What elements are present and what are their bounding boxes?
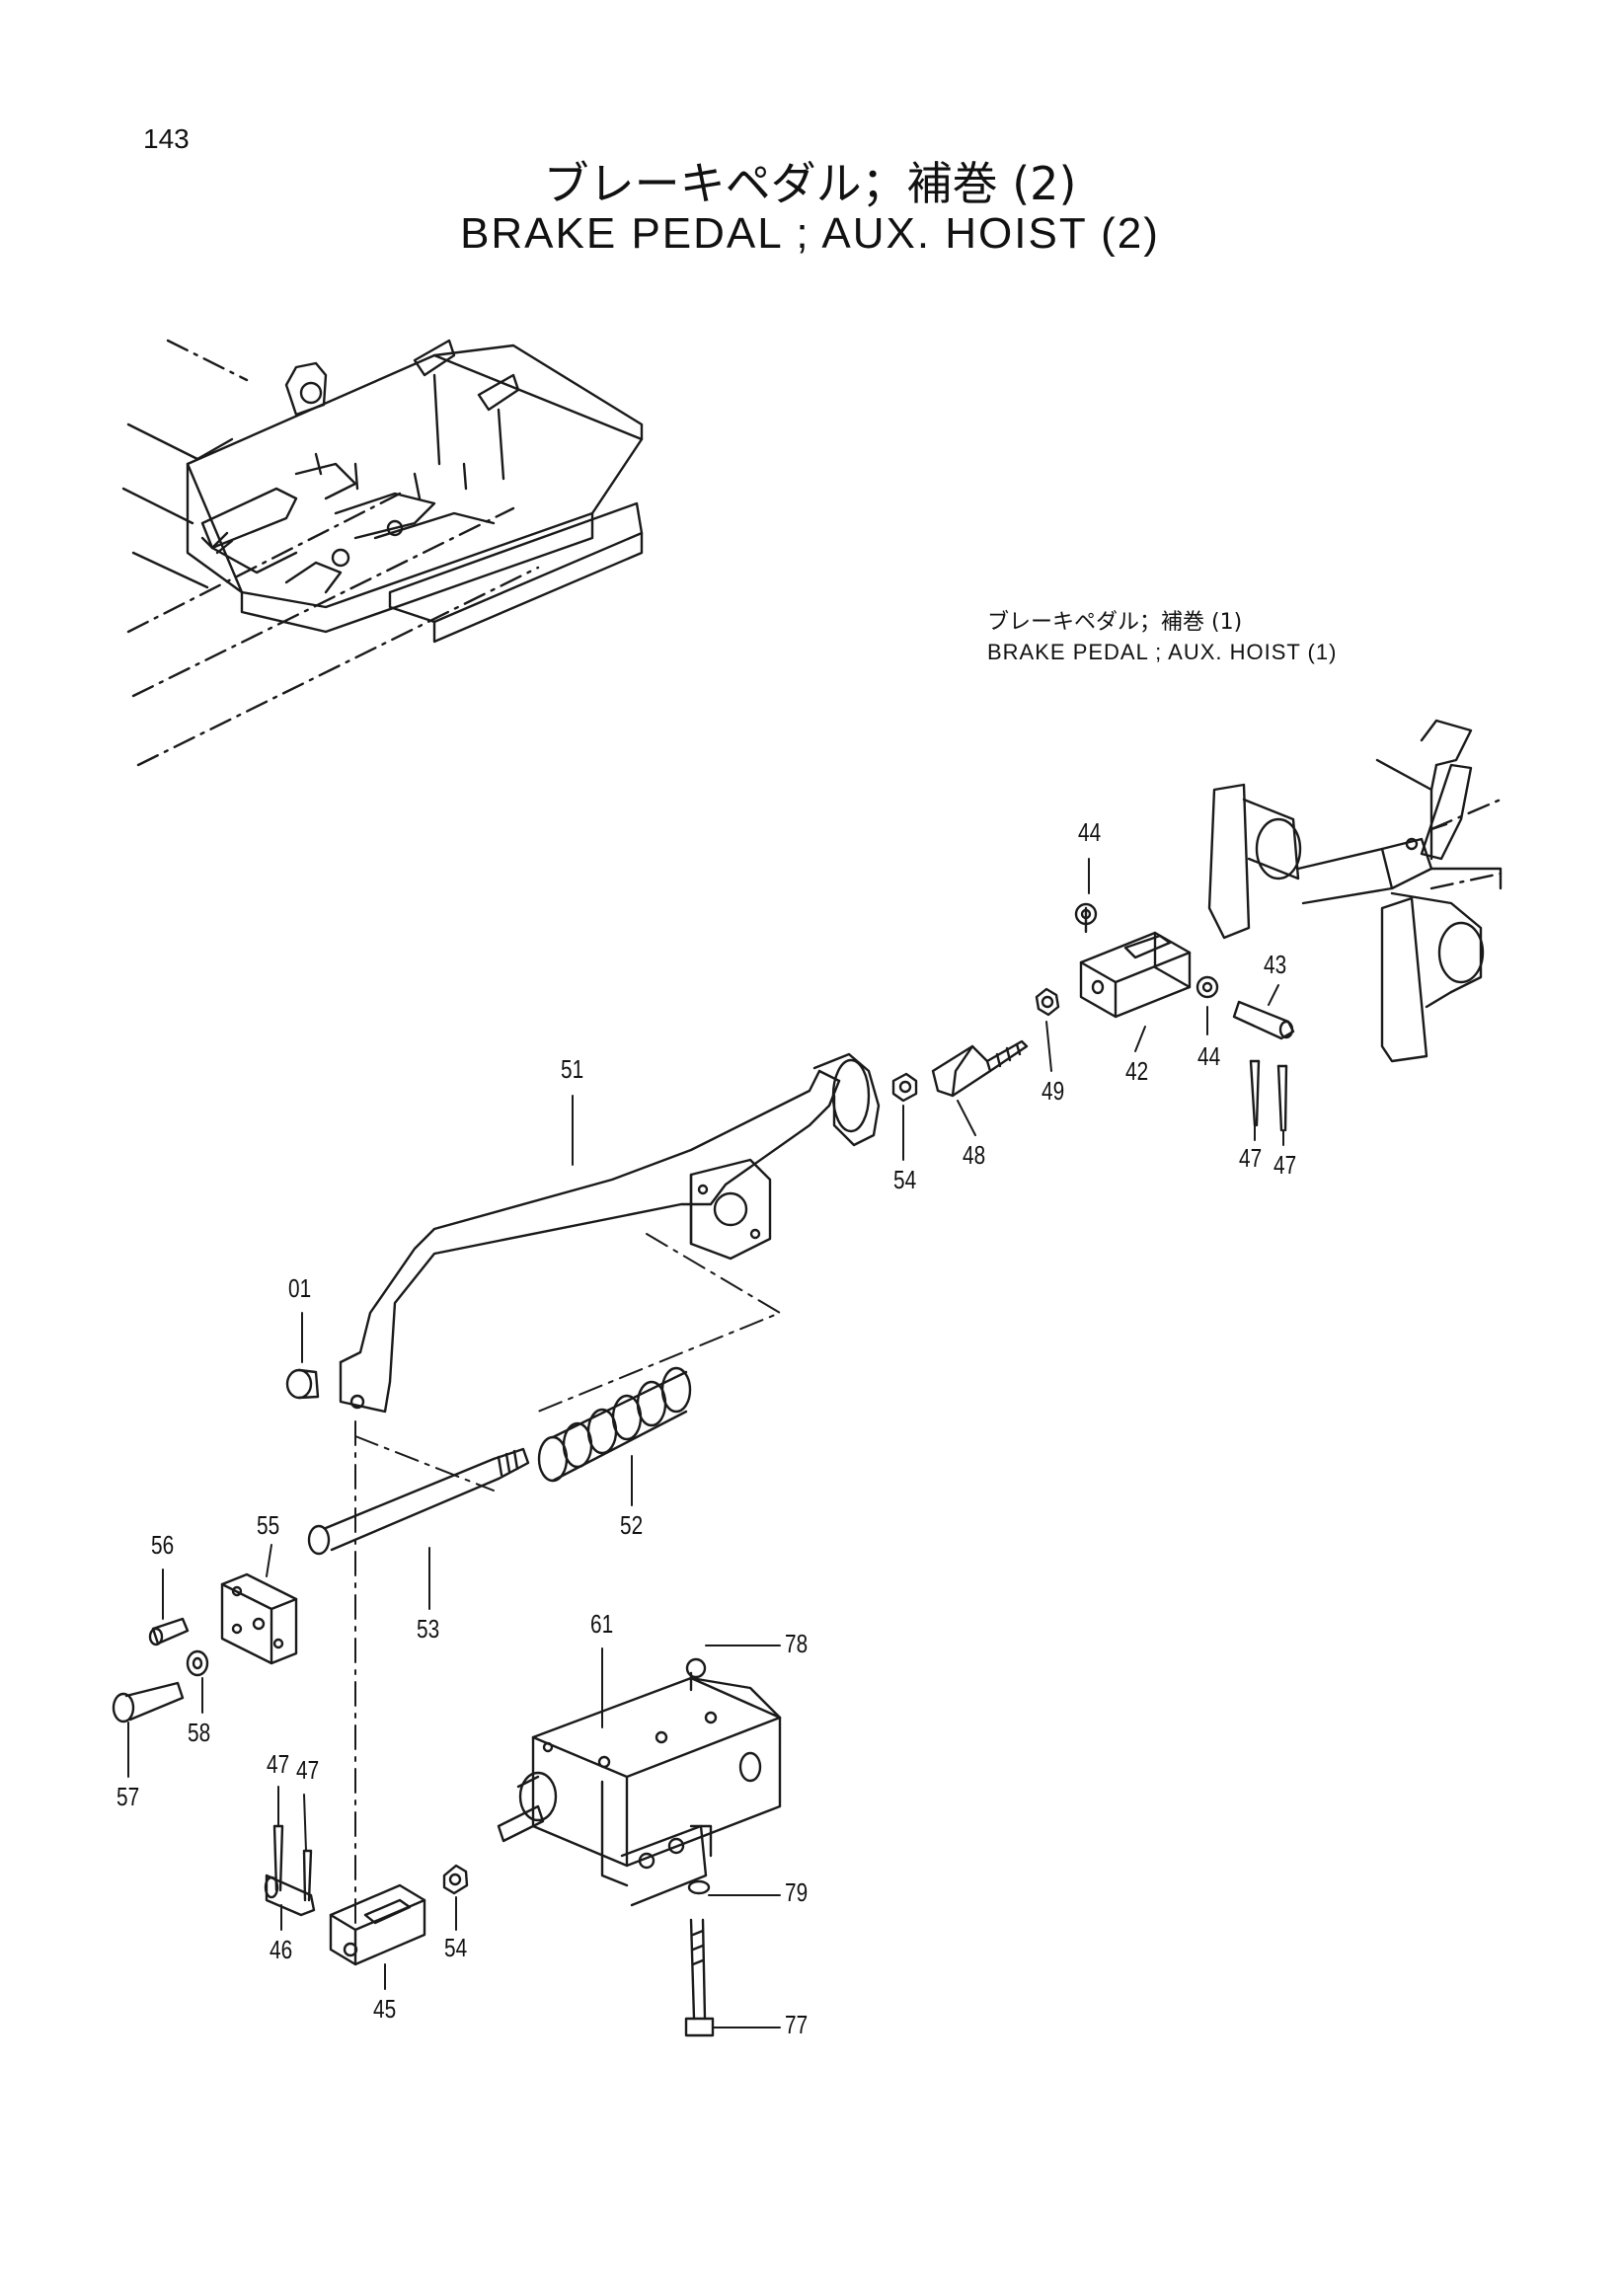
- part-label: 54: [893, 1165, 917, 1194]
- part-label: 52: [620, 1510, 644, 1540]
- part-label: 45: [373, 1994, 397, 2024]
- clevis-group-upper: [1074, 902, 1295, 1132]
- part-label: 55: [257, 1510, 280, 1540]
- part-label: 47: [1239, 1143, 1263, 1173]
- clevis-group-lower: [264, 1824, 469, 1966]
- part-label: 01: [288, 1273, 312, 1303]
- part-label: 56: [151, 1530, 175, 1560]
- title-english: BRAKE PEDAL ; AUX. HOIST (2): [460, 209, 1160, 258]
- pedal-mount-assembly: [1207, 719, 1503, 1063]
- spring: [537, 1366, 692, 1483]
- adjust-bolt-group: [891, 987, 1060, 1103]
- part-label: 44: [1078, 817, 1102, 847]
- part-label: 47: [1273, 1150, 1297, 1180]
- page-number: 143: [143, 123, 190, 154]
- part-label: 54: [444, 1933, 468, 1962]
- reference-english: BRAKE PEDAL ; AUX. HOIST (1): [987, 640, 1338, 664]
- title-japanese: ブレーキペダル；補巻 (2): [543, 157, 1077, 210]
- plate-bolt-group: [112, 1572, 298, 1723]
- bushing: [285, 1368, 320, 1400]
- brake-valve: [497, 1657, 782, 2037]
- overview-inset: [121, 339, 644, 767]
- part-label: 48: [963, 1140, 986, 1170]
- pedal-arm: [339, 1052, 881, 1414]
- assembly-lines: [354, 1233, 781, 1965]
- part-label: 77: [785, 2010, 809, 2039]
- part-label: 58: [188, 1718, 211, 1747]
- part-label: 79: [785, 1877, 809, 1907]
- part-label: 47: [296, 1755, 320, 1785]
- reference-japanese: ブレーキペダル；補巻 (1): [987, 610, 1243, 635]
- part-label: 49: [1041, 1076, 1065, 1106]
- part-label: 47: [267, 1749, 290, 1779]
- part-label: 78: [785, 1629, 809, 1658]
- leader-lines: [127, 858, 1284, 2028]
- spring-rod: [307, 1447, 530, 1556]
- part-label: 61: [590, 1609, 614, 1639]
- part-label: 44: [1197, 1041, 1221, 1071]
- part-label: 43: [1264, 950, 1287, 979]
- part-label: 57: [116, 1782, 140, 1811]
- part-label: 53: [417, 1614, 440, 1644]
- part-label: 51: [561, 1054, 584, 1084]
- part-label: 46: [270, 1935, 293, 1964]
- part-label: 42: [1125, 1056, 1149, 1086]
